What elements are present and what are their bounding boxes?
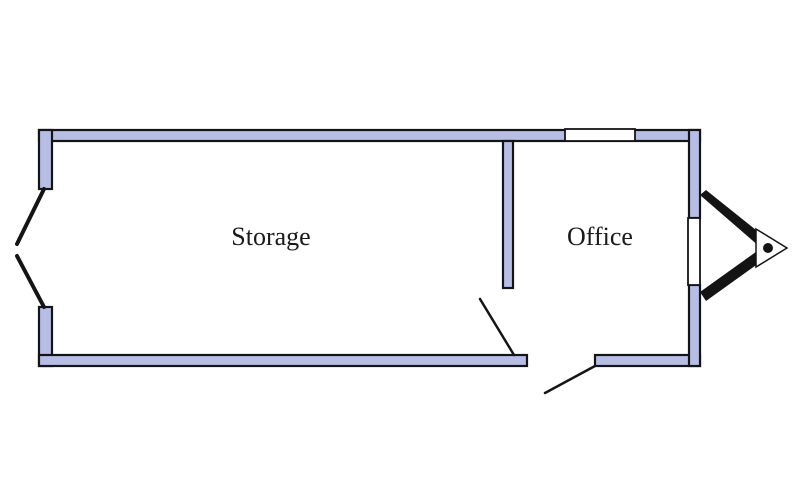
right-wall-lower: [687, 283, 702, 368]
doors: [15, 187, 597, 395]
exterior-door-leaf: [543, 364, 597, 395]
hitch-lower-arm: [700, 249, 766, 301]
bottom-wall-left: [37, 353, 529, 368]
left-wall-upper: [37, 128, 54, 191]
left-door-lower-leaf: [15, 254, 46, 309]
storage-room-label: Storage: [231, 222, 310, 251]
interior-door-leaf: [478, 297, 516, 357]
interior-partition-wall: [501, 139, 515, 290]
office-room-label: Office: [567, 222, 633, 251]
bottom-wall-right: [593, 353, 702, 368]
hitch-ball-icon: [763, 243, 773, 253]
right-wall-upper: [687, 128, 702, 220]
top-window: [564, 128, 636, 142]
windows: [564, 128, 701, 286]
hitch-upper-arm: [700, 190, 766, 247]
left-door-upper-leaf: [15, 187, 46, 246]
trailer-hitch: [700, 190, 789, 301]
right-window: [687, 217, 701, 286]
